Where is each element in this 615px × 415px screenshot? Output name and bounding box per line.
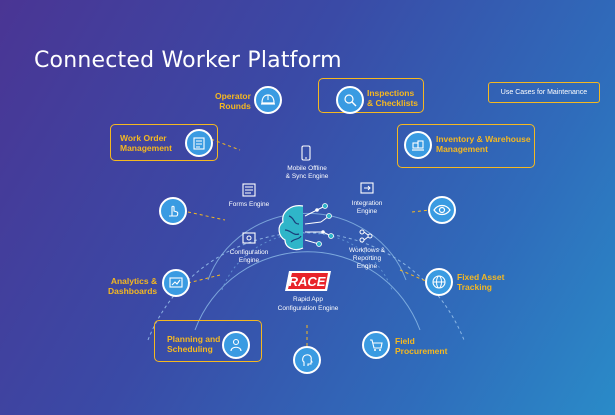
engine-workflows: Workflows & Reporting Engine	[344, 247, 390, 271]
engine-label: Engine	[238, 257, 260, 264]
use-case-label: Tracking	[457, 282, 492, 292]
mobile-icon	[301, 145, 311, 161]
race-logo: RACE	[285, 271, 331, 291]
use-case-label: & Checklists	[367, 98, 419, 108]
engine-label: Configuration	[229, 249, 269, 256]
forms-icon	[242, 183, 256, 197]
engine-label: Integration	[351, 200, 383, 207]
use-case-inspections[interactable]: Inspections & Checklists	[367, 88, 418, 108]
configuration-icon	[242, 232, 256, 244]
engine-label: Reporting	[352, 255, 382, 262]
use-case-label: Operator	[215, 91, 251, 101]
connector-touch	[187, 211, 226, 221]
inspection-icon[interactable]	[336, 86, 364, 114]
analytics-icon[interactable]	[162, 269, 190, 297]
use-cases-button[interactable]: Use Cases for Maintenance	[488, 82, 600, 103]
use-case-label: Rounds	[219, 101, 251, 111]
engine-label: Forms Engine	[228, 201, 270, 208]
use-case-analytics[interactable]: Analytics & Dashboards	[108, 276, 157, 296]
race-caption: Rapid App Configuration Engine	[258, 296, 358, 318]
use-case-work-order[interactable]: Work Order Management	[120, 133, 172, 153]
engine-label: & Sync Engine	[285, 173, 329, 180]
race-caption-line: Configuration Engine	[277, 305, 339, 312]
connector-fixed-asset	[399, 269, 429, 283]
use-case-label: Inspections	[367, 88, 415, 98]
work-order-icon[interactable]	[185, 129, 213, 157]
engine-label: Workflows &	[349, 247, 385, 254]
eye-icon[interactable]	[428, 196, 456, 224]
use-case-field-procurement[interactable]: Field Procurement	[395, 336, 447, 356]
use-case-label: Analytics &	[110, 276, 158, 286]
use-case-label: Procurement	[395, 346, 448, 356]
race-logo-text: RACE	[289, 274, 326, 289]
use-case-box-work-order	[110, 124, 218, 161]
use-case-label: Planning and	[167, 334, 221, 344]
workflow-icon	[359, 229, 373, 243]
engine-label: Engine	[356, 208, 378, 215]
inner-dashed-arc	[221, 232, 393, 291]
use-case-planning[interactable]: Planning and Scheduling	[167, 334, 220, 354]
use-case-inventory[interactable]: Inventory & Warehouse Management	[436, 134, 531, 154]
globe-icon[interactable]	[425, 268, 453, 296]
engine-mobile: Mobile Offline & Sync Engine	[279, 165, 335, 181]
inner-arc	[207, 212, 407, 281]
middle-arc	[194, 251, 421, 331]
touch-icon[interactable]	[159, 197, 187, 225]
use-case-box-inventory	[397, 124, 535, 168]
scheduling-icon[interactable]	[222, 331, 250, 359]
page-title: Connected Worker Platform	[34, 48, 342, 73]
use-case-label: Dashboards	[108, 286, 158, 296]
race-caption-line: Rapid App	[293, 296, 323, 303]
engine-configuration: Configuration Engine	[223, 249, 275, 265]
voice-head-icon[interactable]	[293, 346, 321, 374]
engine-forms: Forms Engine	[224, 201, 274, 209]
use-case-operator-rounds[interactable]: Operator Rounds	[215, 91, 251, 111]
engine-label: Engine	[356, 263, 378, 270]
cart-icon[interactable]	[362, 331, 390, 359]
use-case-label: Management	[436, 144, 488, 154]
use-case-box-inspections	[318, 78, 424, 113]
engine-label: Mobile Offline	[287, 165, 327, 172]
brain-icon	[278, 203, 334, 251]
use-case-label: Work Order	[120, 133, 167, 143]
warehouse-icon[interactable]	[404, 131, 432, 159]
engine-integration: Integration Engine	[346, 200, 388, 216]
integration-icon	[360, 182, 374, 194]
use-case-label: Inventory & Warehouse	[436, 134, 531, 144]
use-case-label: Fixed Asset	[457, 272, 505, 282]
use-case-label: Scheduling	[167, 344, 213, 354]
hard-hat-icon[interactable]	[254, 86, 282, 114]
use-case-fixed-asset[interactable]: Fixed Asset Tracking	[457, 272, 504, 292]
use-case-box-planning	[154, 320, 262, 362]
use-case-label: Field	[395, 336, 415, 346]
use-case-label: Management	[120, 143, 172, 153]
